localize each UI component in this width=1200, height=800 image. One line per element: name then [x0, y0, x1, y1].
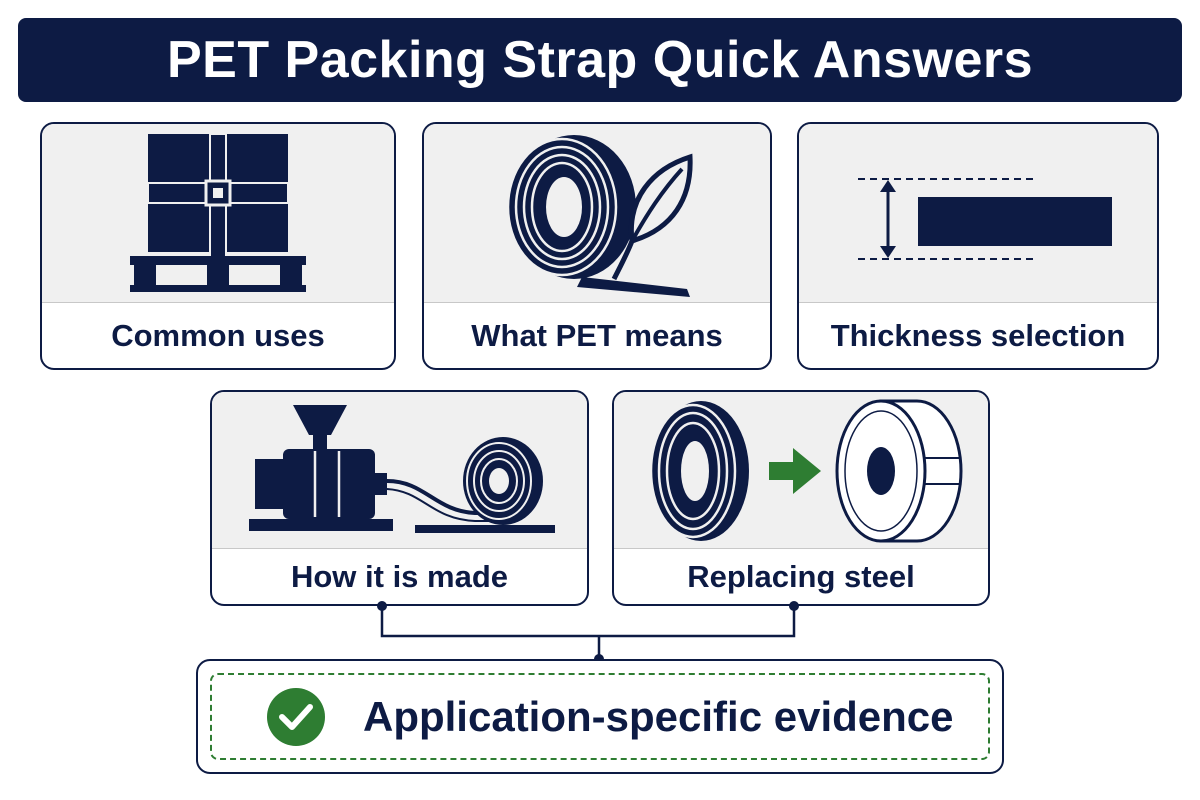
card-label: What PET means: [471, 317, 723, 353]
card-label: Replacing steel: [687, 558, 915, 594]
evidence-box: Application-specific evidence: [196, 659, 1004, 774]
page-title: PET Packing Strap Quick Answers: [166, 31, 1034, 89]
thickness-gauge-icon: [858, 178, 1112, 260]
card-art-panel: [799, 124, 1157, 303]
card-art-panel: [212, 392, 587, 549]
card-label: Common uses: [111, 317, 325, 353]
card-what-pet-means: What PET means: [422, 122, 772, 370]
extruder-machine-icon: [248, 404, 555, 533]
evidence-label: Application-specific evidence: [363, 692, 954, 740]
title-banner: PET Packing Strap Quick Answers: [18, 18, 1182, 102]
card-label: How it is made: [290, 558, 509, 594]
card-common-uses: Common uses: [40, 122, 396, 370]
strapped-pallet-icon: [130, 132, 306, 292]
check-icon: [267, 687, 325, 746]
card-art-panel: [614, 392, 988, 549]
steel-coil-icon: [835, 399, 963, 542]
pet-to-steel-coil-icon: [649, 399, 963, 542]
pet-coil-icon: [649, 400, 749, 541]
card-label: Thickness selection: [830, 317, 1126, 353]
card-art-panel: [424, 124, 770, 303]
card-art-panel: [42, 124, 394, 303]
card-replacing-steel: Replacing steel: [612, 390, 990, 606]
card-thickness-selection: Thickness selection: [797, 122, 1159, 370]
card-how-it-is-made: How it is made: [210, 390, 589, 606]
strap-coil-leaf-icon: [506, 134, 693, 297]
green-arrow-icon: [769, 447, 821, 494]
evidence-dashed-frame: Application-specific evidence: [210, 673, 990, 760]
